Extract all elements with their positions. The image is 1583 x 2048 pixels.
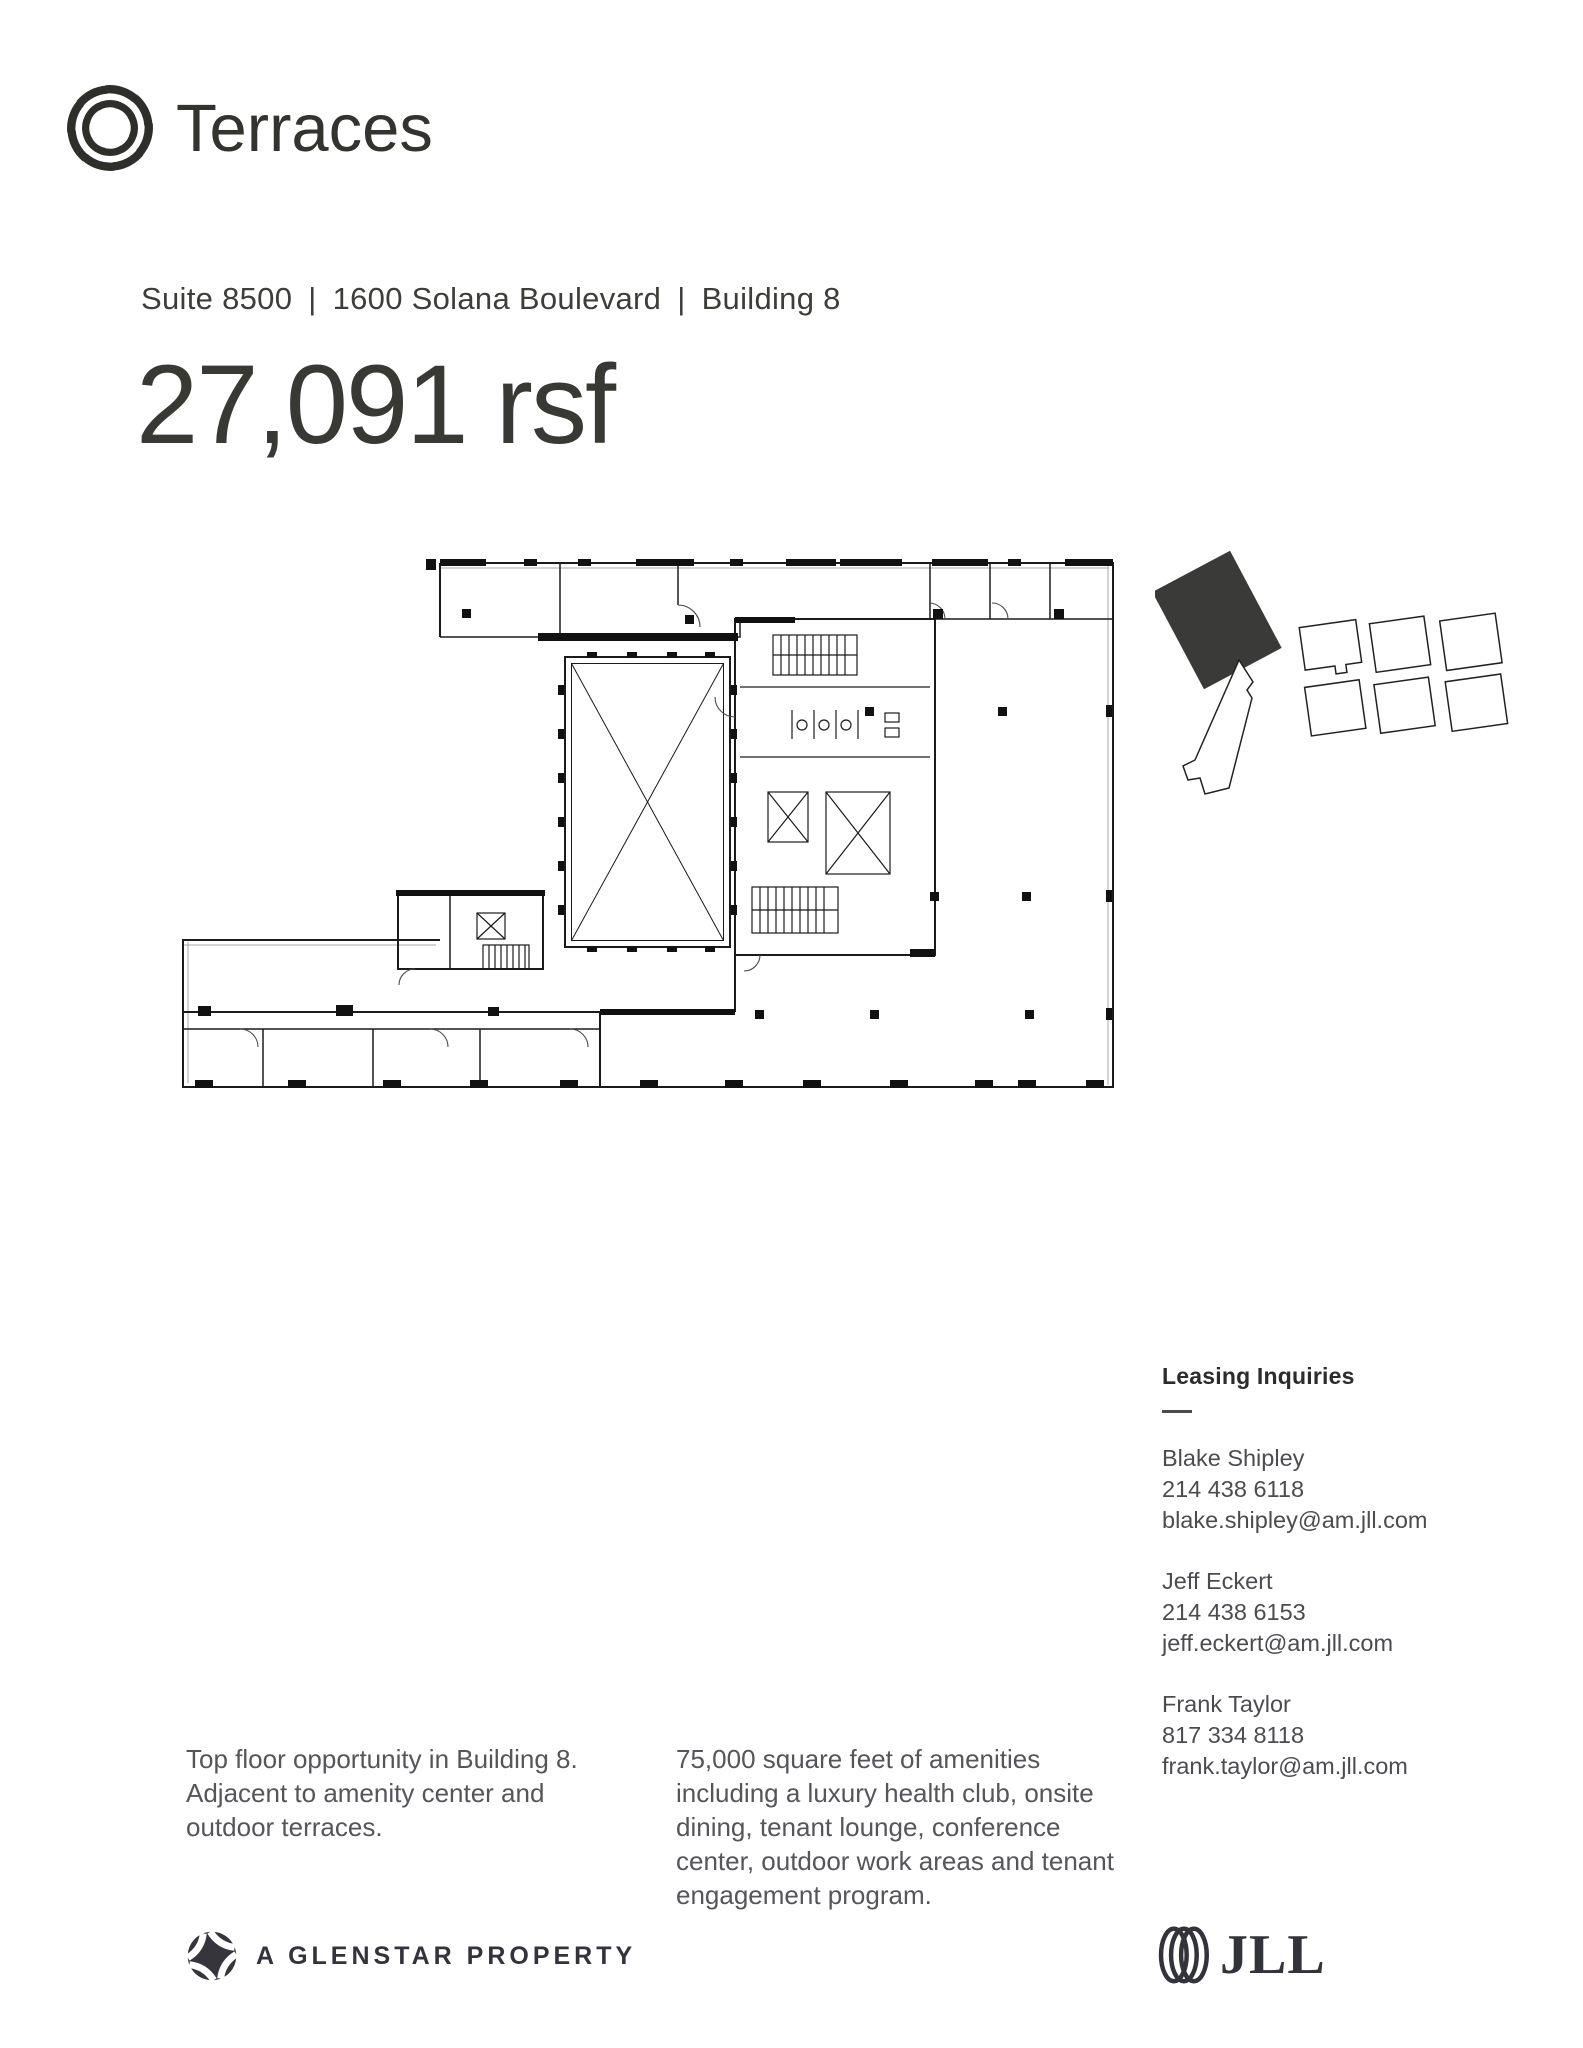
separator: | bbox=[308, 281, 317, 316]
contact-card: Frank Taylor 817 334 8118 frank.taylor@a… bbox=[1162, 1689, 1522, 1782]
wedge-building bbox=[1182, 658, 1254, 795]
contact-phone: 817 334 8118 bbox=[1162, 1722, 1305, 1748]
contact-phone: 214 438 6153 bbox=[1162, 1599, 1306, 1625]
brand-header: Terraces bbox=[62, 80, 433, 176]
leasing-inquiries-section: Leasing Inquiries Blake Shipley 214 438 … bbox=[1162, 1363, 1522, 1782]
street-address: 1600 Solana Boulevard bbox=[332, 281, 662, 316]
glenstar-label: A GLENSTAR PROPERTY bbox=[256, 1941, 637, 1970]
rentable-square-feet: 27,091 rsf bbox=[136, 342, 616, 467]
heading-rule bbox=[1162, 1410, 1192, 1413]
jll-wordmark: JLL bbox=[1220, 1924, 1326, 1986]
leasing-heading: Leasing Inquiries bbox=[1162, 1363, 1355, 1389]
contact-name: Frank Taylor bbox=[1162, 1691, 1291, 1717]
door-swings bbox=[239, 602, 1009, 1048]
contact-email-link[interactable]: blake.shipley@am.jll.com bbox=[1162, 1507, 1428, 1533]
window-lines bbox=[183, 565, 1109, 1085]
floor-plan bbox=[182, 559, 1114, 1088]
building-8-highlighted bbox=[1155, 550, 1282, 690]
jll-logo: JLL bbox=[1158, 1926, 1326, 1984]
separator: | bbox=[677, 281, 686, 316]
contact-name: Jeff Eckert bbox=[1162, 1568, 1273, 1594]
contact-phone: 214 438 6118 bbox=[1162, 1476, 1305, 1502]
walls bbox=[182, 562, 1114, 1088]
atrium-open-to-below bbox=[564, 656, 731, 948]
building-number: Building 8 bbox=[701, 281, 841, 316]
campus-buildings bbox=[1298, 612, 1509, 737]
site-key-map bbox=[1155, 550, 1509, 795]
contact-email-link[interactable]: jeff.eckert@am.jll.com bbox=[1162, 1630, 1394, 1656]
description-center: 75,000 square feet of amenities includin… bbox=[676, 1744, 1114, 1910]
suite-address-line: Suite 8500 | 1600 Solana Boulevard | Bui… bbox=[141, 281, 841, 317]
glenstar-logo: A GLENSTAR PROPERTY bbox=[186, 1930, 636, 1982]
terraces-swirl-icon bbox=[62, 80, 158, 176]
contact-email-link[interactable]: frank.taylor@am.jll.com bbox=[1162, 1753, 1408, 1779]
brand-name: Terraces bbox=[176, 90, 433, 166]
contact-card: Jeff Eckert 214 438 6153 jeff.eckert@am.… bbox=[1162, 1566, 1522, 1659]
contact-name: Blake Shipley bbox=[1162, 1445, 1305, 1471]
service-cluster bbox=[476, 912, 530, 970]
jll-rings-icon bbox=[1158, 1926, 1209, 1984]
contact-card: Blake Shipley 214 438 6118 blake.shipley… bbox=[1162, 1443, 1522, 1536]
suite-number: Suite 8500 bbox=[141, 281, 293, 316]
wall-segments-and-columns bbox=[195, 559, 1113, 1088]
building-core bbox=[740, 634, 930, 934]
glenstar-icon bbox=[186, 1930, 238, 1982]
description-left: Top floor opportunity in Building 8. Adj… bbox=[186, 1744, 578, 1842]
